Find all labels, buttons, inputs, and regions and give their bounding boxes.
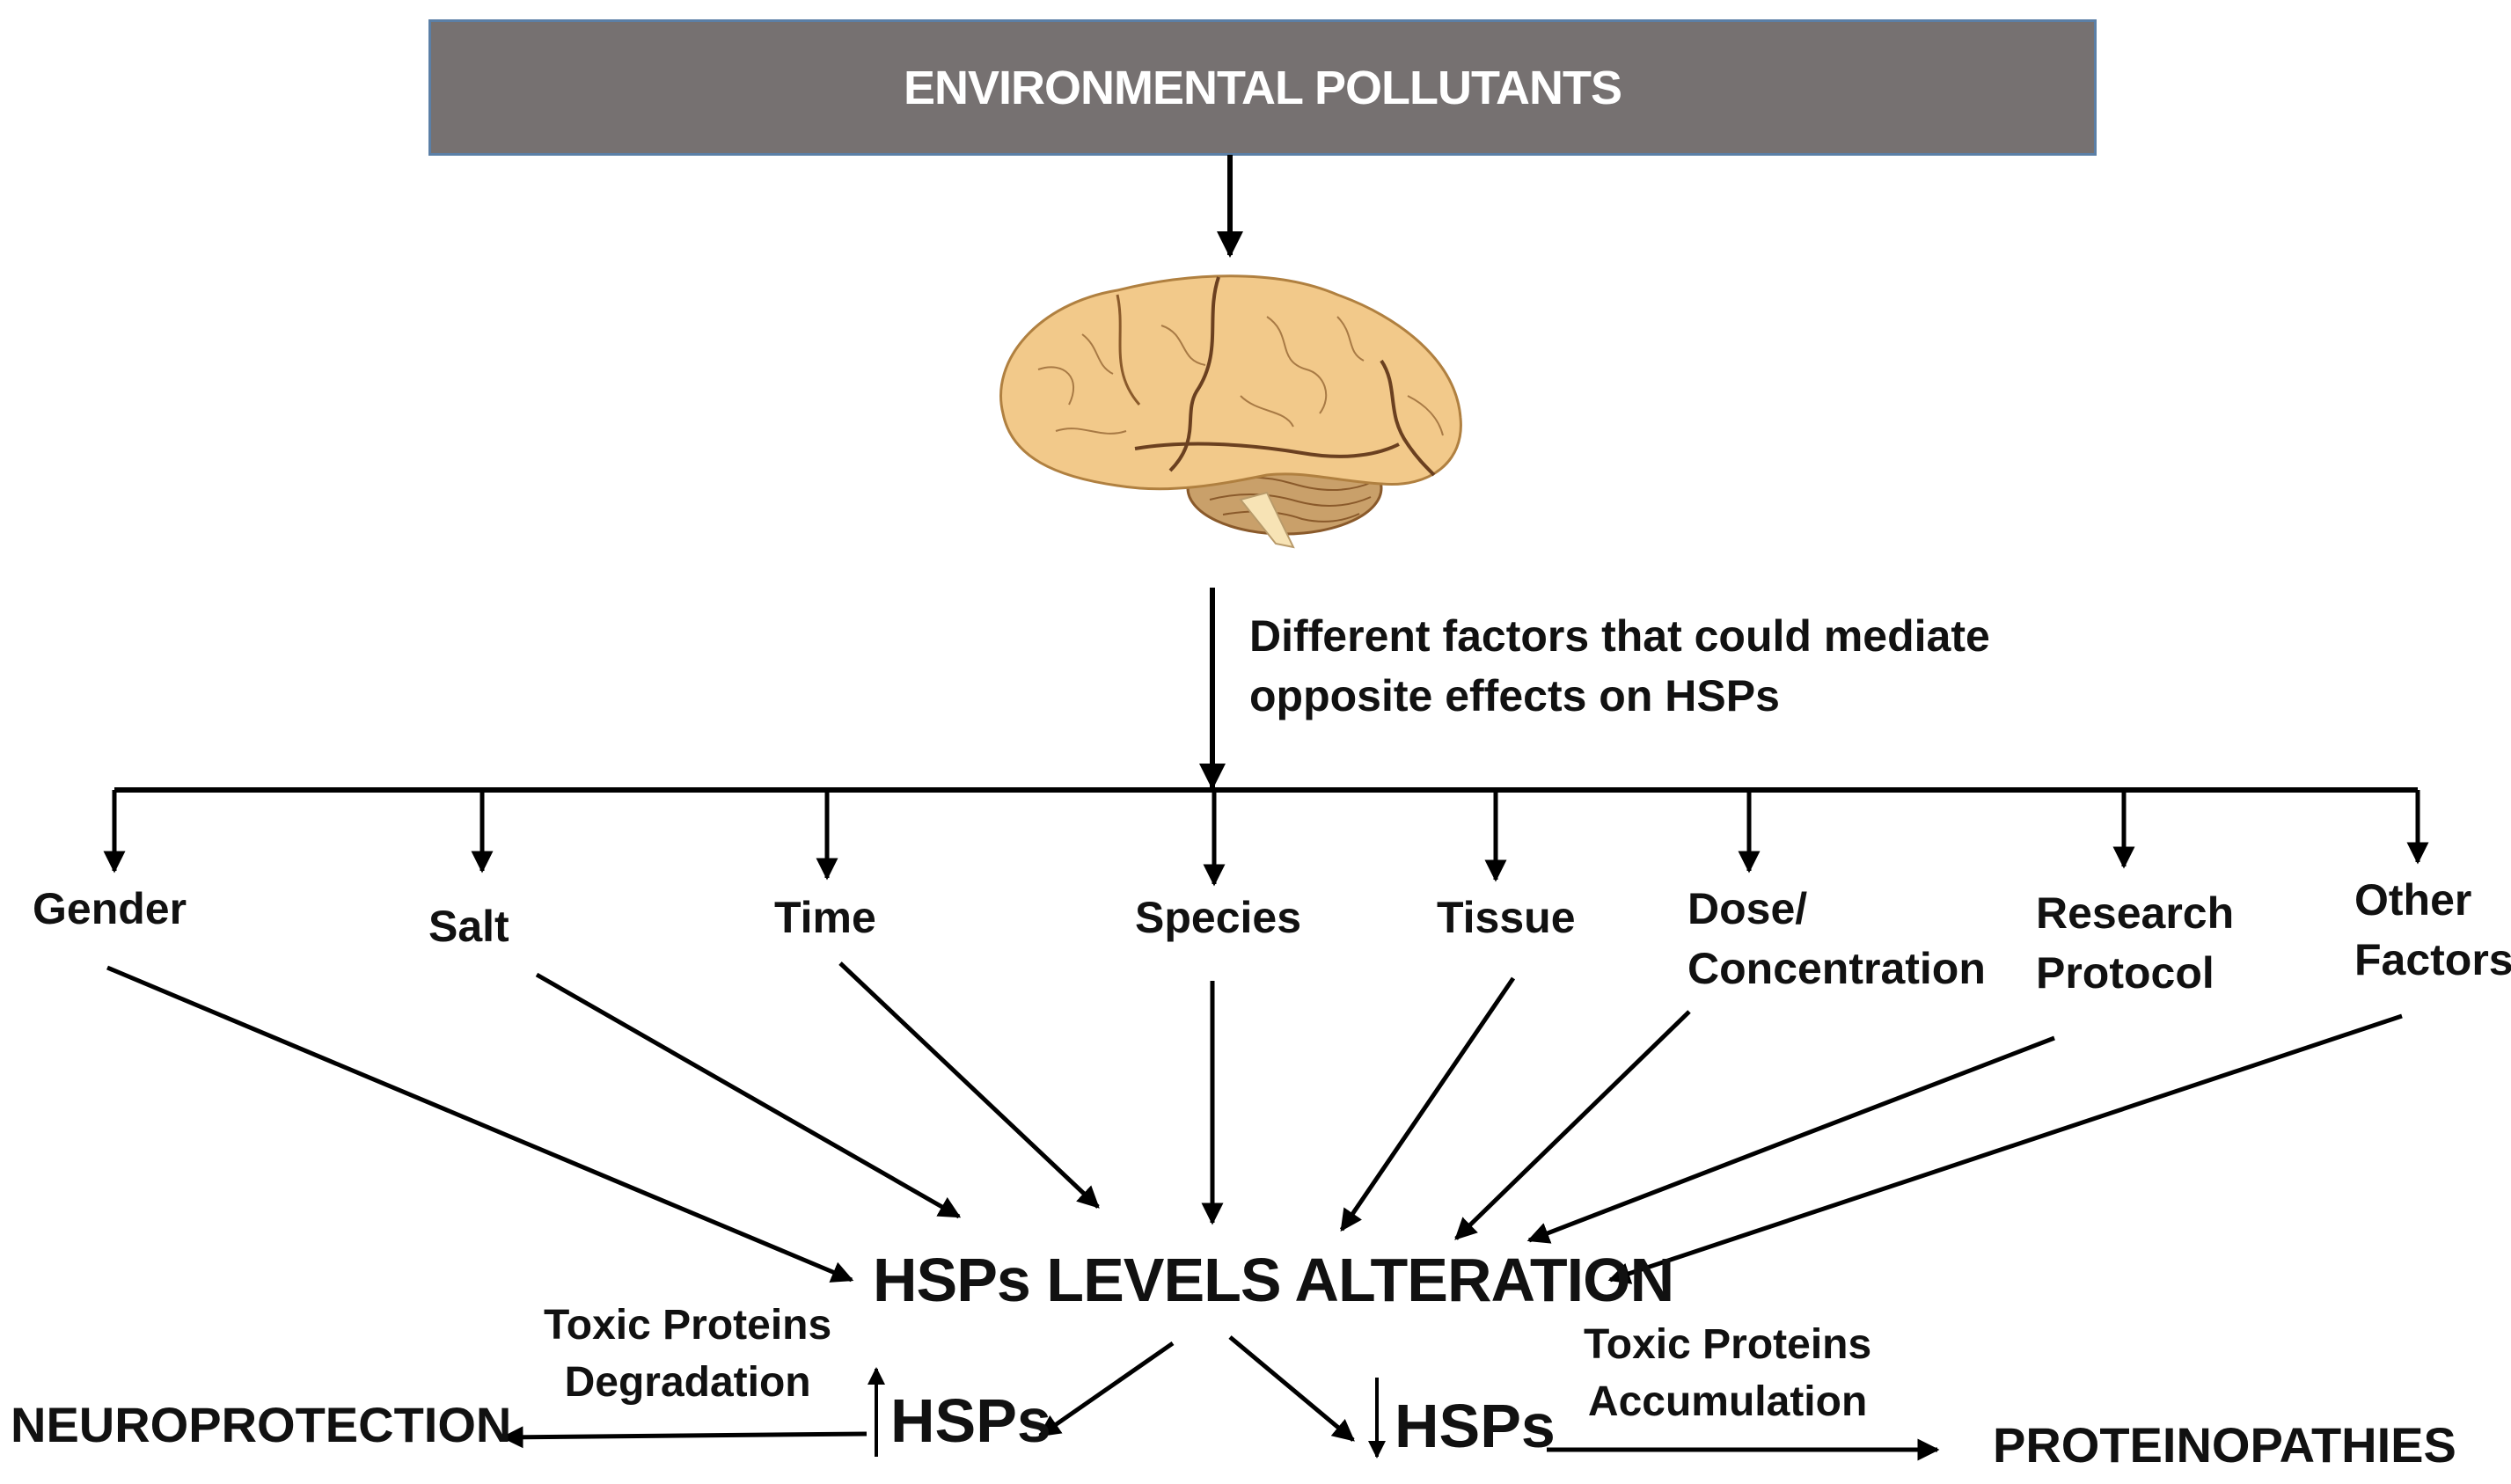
left-process: Toxic Proteins Degradation: [544, 1298, 831, 1412]
factor-tissue: Tissue: [1437, 893, 1576, 942]
factor-research: Research Protocol: [2036, 884, 2234, 1003]
factor-other-line1: Other: [2354, 875, 2472, 925]
right-process: Toxic Proteins Accumulation: [1584, 1317, 1871, 1431]
arrow-other-to-center: [1607, 1013, 2403, 1284]
factor-other: Other Factors: [2354, 871, 2511, 990]
factor-salt: Salt: [428, 902, 509, 951]
factor-species: Species: [1135, 893, 1302, 942]
neuroprotection-outcome: NEUROPROTECTION: [11, 1397, 512, 1452]
arrow-time-to-center: [838, 961, 1100, 1209]
mediation-note-line2: opposite effects on HSPs: [1249, 670, 1780, 720]
factor-research-line1: Research: [2036, 888, 2235, 938]
left-process-line1: Toxic Proteins: [544, 1302, 832, 1349]
right-hsps-label: HSPs: [1395, 1392, 1556, 1460]
arrow-gender-to-center: [106, 965, 854, 1283]
right-process-line2: Accumulation: [1587, 1378, 1868, 1425]
arrow-dose-to-center: [1454, 1010, 1691, 1240]
brain-icon: [999, 274, 1462, 549]
mediation-note-line1: Different factors that could mediate: [1249, 611, 1990, 661]
arrow-research-to-center: [1526, 1035, 2055, 1244]
factor-other-line2: Factors: [2354, 934, 2511, 984]
arrow-salt-to-center: [535, 972, 962, 1219]
pollutants-title: ENVIRONMENTAL POLLUTANTS: [904, 61, 1622, 114]
right-process-line1: Toxic Proteins: [1584, 1321, 1872, 1368]
central-title: HSPs LEVELS ALTERATION: [873, 1246, 1674, 1314]
factor-dose-line1: Dose/: [1687, 884, 1808, 933]
left-hsps-label: HSPs: [890, 1386, 1051, 1455]
arrow-to-neuroprotection: [501, 1426, 868, 1449]
arrow-tissue-to-center: [1339, 976, 1516, 1232]
factor-gender: Gender: [33, 884, 187, 933]
pollutants-box: ENVIRONMENTAL POLLUTANTS: [428, 19, 2097, 156]
arrow-center-to-left-hsps: [1037, 1341, 1175, 1438]
arrow-center-to-right-hsps: [1228, 1335, 1355, 1442]
factor-dose-line2: Concentration: [1687, 943, 1986, 993]
mediation-note: Different factors that could mediate opp…: [1249, 607, 1990, 726]
left-process-line2: Degradation: [564, 1358, 811, 1406]
factor-time: Time: [774, 893, 876, 942]
factor-dose: Dose/ Concentration: [1687, 880, 1986, 998]
factor-research-line2: Protocol: [2036, 947, 2215, 998]
proteinopathies-outcome: PROTEINOPATHIES: [1993, 1417, 2456, 1473]
